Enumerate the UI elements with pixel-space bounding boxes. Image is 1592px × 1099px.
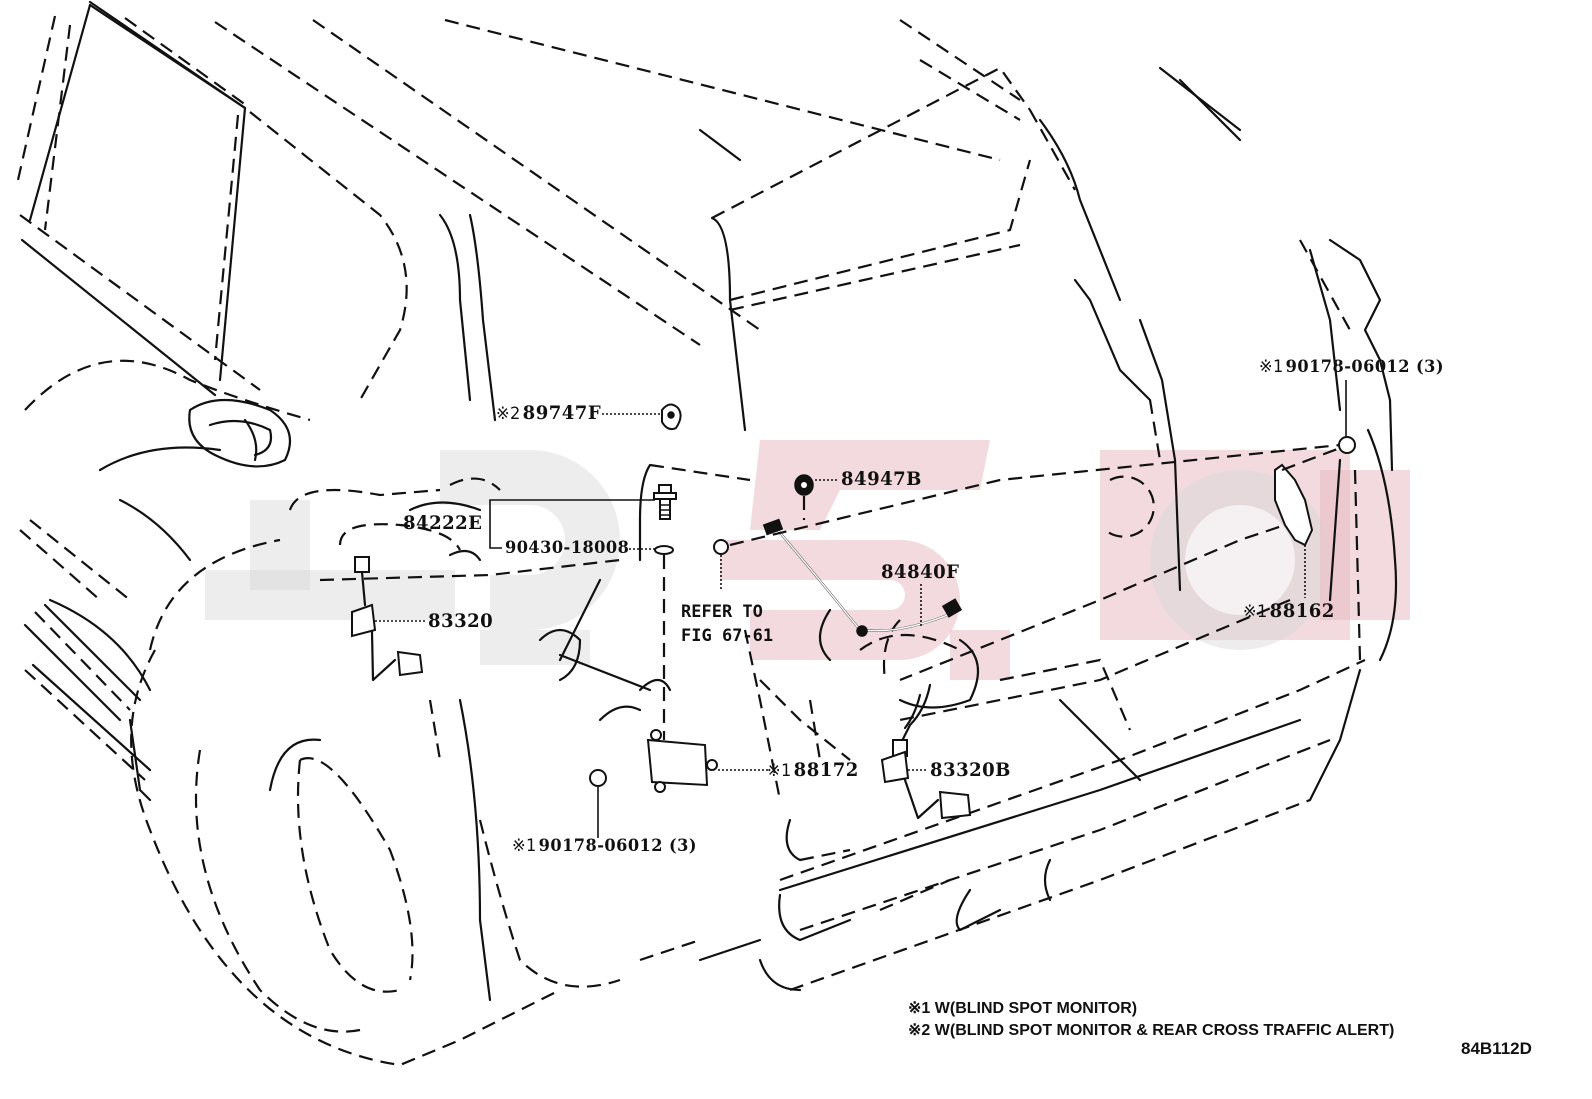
note-mark: ※2 — [496, 404, 521, 424]
part-number: 84222E — [403, 512, 483, 534]
part-number: 83320B — [930, 759, 1011, 781]
part-number: 88162 — [1269, 600, 1335, 622]
part-83320B-shape — [880, 683, 972, 820]
part-bolt-shape — [653, 484, 677, 520]
part-88172-shape — [646, 729, 718, 793]
side-body — [19, 359, 311, 802]
part-number: 84947B — [841, 468, 922, 490]
refer-line-2: FIG 67-61 — [681, 626, 774, 646]
footnote-text: W(BLIND SPOT MONITOR & REAR CROSS TRAFFI… — [934, 1022, 1395, 1039]
footnote-text: W(BLIND SPOT MONITOR) — [934, 1000, 1138, 1017]
label-88172: ※188172 — [767, 761, 859, 780]
part-number: 84840F — [881, 561, 960, 583]
grommet-shape — [713, 539, 729, 555]
part-number: 88172 — [793, 759, 859, 781]
quantity: (3) — [669, 836, 698, 856]
note-mark: ※1 — [1243, 602, 1268, 622]
part-88162-shape — [1274, 463, 1314, 547]
part-number: 89747F — [522, 402, 602, 424]
footnote-mark: ※2 — [908, 1022, 931, 1039]
part-washer-shape — [654, 545, 674, 555]
part-84840F-shape — [762, 518, 963, 637]
note-mark: ※1 — [767, 761, 792, 781]
part-number: 90178-06012 — [1285, 357, 1410, 377]
part-89747F-shape — [661, 403, 682, 431]
leader-lines — [375, 380, 1347, 838]
note-mark: ※1 — [512, 836, 537, 856]
footnote-1: ※1 W(BLIND SPOT MONITOR) — [908, 998, 1394, 1020]
part-number: 90430-18008 — [505, 538, 630, 558]
note-mark: ※1 — [1259, 357, 1284, 377]
part-84947B-shape — [794, 474, 814, 496]
side-window — [16, 3, 497, 422]
cargo-area — [288, 463, 1132, 862]
tailgate — [710, 66, 1394, 592]
refer-line-1: REFER TO — [681, 602, 763, 622]
refer-to-fig[interactable]: REFER TO FIG 67-61 — [681, 600, 773, 648]
label-84840F: 84840F — [881, 563, 959, 582]
footnote-mark: ※1 — [908, 1000, 931, 1017]
fuel-lid — [188, 398, 292, 468]
tail-light — [899, 428, 1398, 802]
part-83320-shape — [351, 556, 424, 682]
roof-lines — [88, 0, 1242, 346]
figure-code: 84B112D — [1461, 1039, 1532, 1058]
label-90430-18008: 90430-18008 — [505, 540, 629, 557]
part-number: 83320 — [428, 610, 494, 632]
part-90178-left-shape — [589, 769, 607, 787]
footnotes: ※1 W(BLIND SPOT MONITOR) ※2 W(BLIND SPOT… — [908, 998, 1394, 1042]
rear-wheel — [130, 538, 621, 1067]
quantity: (3) — [1416, 357, 1445, 377]
label-83320B: 83320B — [930, 761, 1011, 780]
label-84222E: 84222E — [403, 514, 482, 533]
label-83320: 83320 — [428, 612, 493, 631]
label-89747F: ※289747F — [496, 404, 601, 423]
part-90178-right-shape — [1338, 436, 1356, 454]
part-number: 90178-06012 — [538, 836, 663, 856]
rear-bumper — [639, 659, 1366, 992]
label-84947B: 84947B — [841, 470, 922, 489]
footnote-2: ※2 W(BLIND SPOT MONITOR & REAR CROSS TRA… — [908, 1020, 1394, 1042]
